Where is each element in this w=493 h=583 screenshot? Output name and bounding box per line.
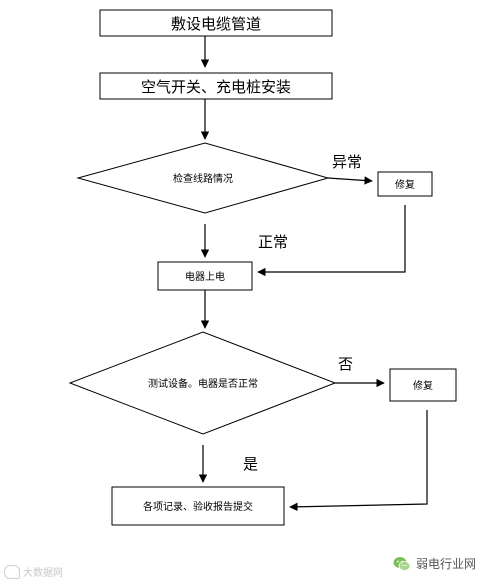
node-lay-duct-label: 敷设电缆管道 [171,15,261,33]
watermark-left-label: 大数据网 [23,568,63,579]
node-submit: 各项记录、验收报告提交 [111,486,285,526]
node-submit-label: 各项记录、验收报告提交 [143,500,253,513]
decision-test-device: 测试设备。电器是否正常 [68,331,337,435]
decision-check-line: 检查线路情况 [76,142,330,214]
edge-label-abnormal: 异常 [332,153,362,171]
node-repair-1: 修复 [377,171,433,197]
edge-label-yes: 是 [243,455,258,473]
decision-check-line-label: 检查线路情况 [173,172,233,185]
edge-label-normal: 正常 [258,233,288,251]
watermark-left: 大数据网 [4,564,63,579]
node-install: 空气开关、充电桩安装 [99,72,333,100]
wechat-icon [393,556,411,571]
edge-check-to-repair-1 [327,176,373,185]
watermark-right: 弱电行业网 [393,555,476,572]
logo-icon [4,564,20,579]
node-power-on-label: 电器上电 [185,270,225,283]
node-install-label: 空气开关、充电桩安装 [141,78,291,96]
edge-repair-2-to-submit [289,410,428,512]
edge-repair-1-to-power [257,205,406,277]
decision-test-device-label: 测试设备。电器是否正常 [148,377,258,390]
edge-label-no: 否 [338,355,353,373]
node-repair-2: 修复 [389,368,457,402]
node-repair-1-label: 修复 [395,178,415,191]
node-repair-2-label: 修复 [413,379,433,392]
node-power-on: 电器上电 [157,261,253,291]
watermark-right-label: 弱电行业网 [416,557,477,571]
node-lay-duct: 敷设电缆管道 [99,9,333,37]
